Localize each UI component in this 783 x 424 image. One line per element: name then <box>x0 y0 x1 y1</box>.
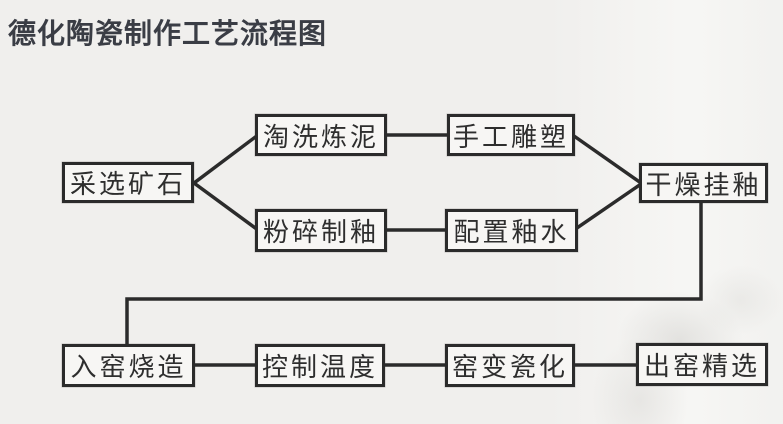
flow-node-label: 出窑精选 <box>643 351 760 381</box>
flow-node-label: 窑变瓷化 <box>451 352 568 382</box>
flow-node-label: 手工雕塑 <box>452 121 569 152</box>
flow-node-hand-sculpt: 手工雕塑 <box>447 114 575 156</box>
flow-node-kiln-firing: 入窑烧造 <box>62 344 195 387</box>
flow-node-label: 粉碎制釉 <box>262 217 379 247</box>
flow-node-dry-apply-glaze: 干燥挂釉 <box>639 163 768 203</box>
flow-node-kiln-output-selection: 出窑精选 <box>636 343 768 386</box>
flow-node-select-ore: 采选矿石 <box>62 162 194 203</box>
page-title: 德化陶瓷制作工艺流程图 <box>8 18 328 49</box>
flow-node-label: 淘洗炼泥 <box>262 121 379 152</box>
connector-select-ore-to-wash-clay <box>191 132 261 186</box>
flow-node-label: 入窑烧造 <box>70 352 187 382</box>
flow-node-label: 控制温度 <box>261 352 378 382</box>
flow-node-prepare-glaze-water: 配置釉水 <box>445 209 578 252</box>
flow-node-crush-make-glaze: 粉碎制釉 <box>255 209 387 252</box>
connector-glaze-water-to-dry-glaze <box>574 181 644 231</box>
connector-dry-glaze-to-kiln-fire <box>125 200 703 347</box>
connector-select-ore-to-crush-glaze <box>191 180 261 233</box>
flow-node-control-temperature: 控制温度 <box>255 344 385 387</box>
connector-sculpt-to-dry-glaze <box>571 133 644 186</box>
flow-node-label: 配置釉水 <box>453 217 570 247</box>
flow-node-label: 干燥挂釉 <box>645 169 762 200</box>
flow-node-label: 采选矿石 <box>69 169 186 199</box>
flow-node-kiln-transformation: 窑变瓷化 <box>445 344 575 387</box>
flow-node-wash-refine-clay: 淘洗炼泥 <box>255 114 387 156</box>
